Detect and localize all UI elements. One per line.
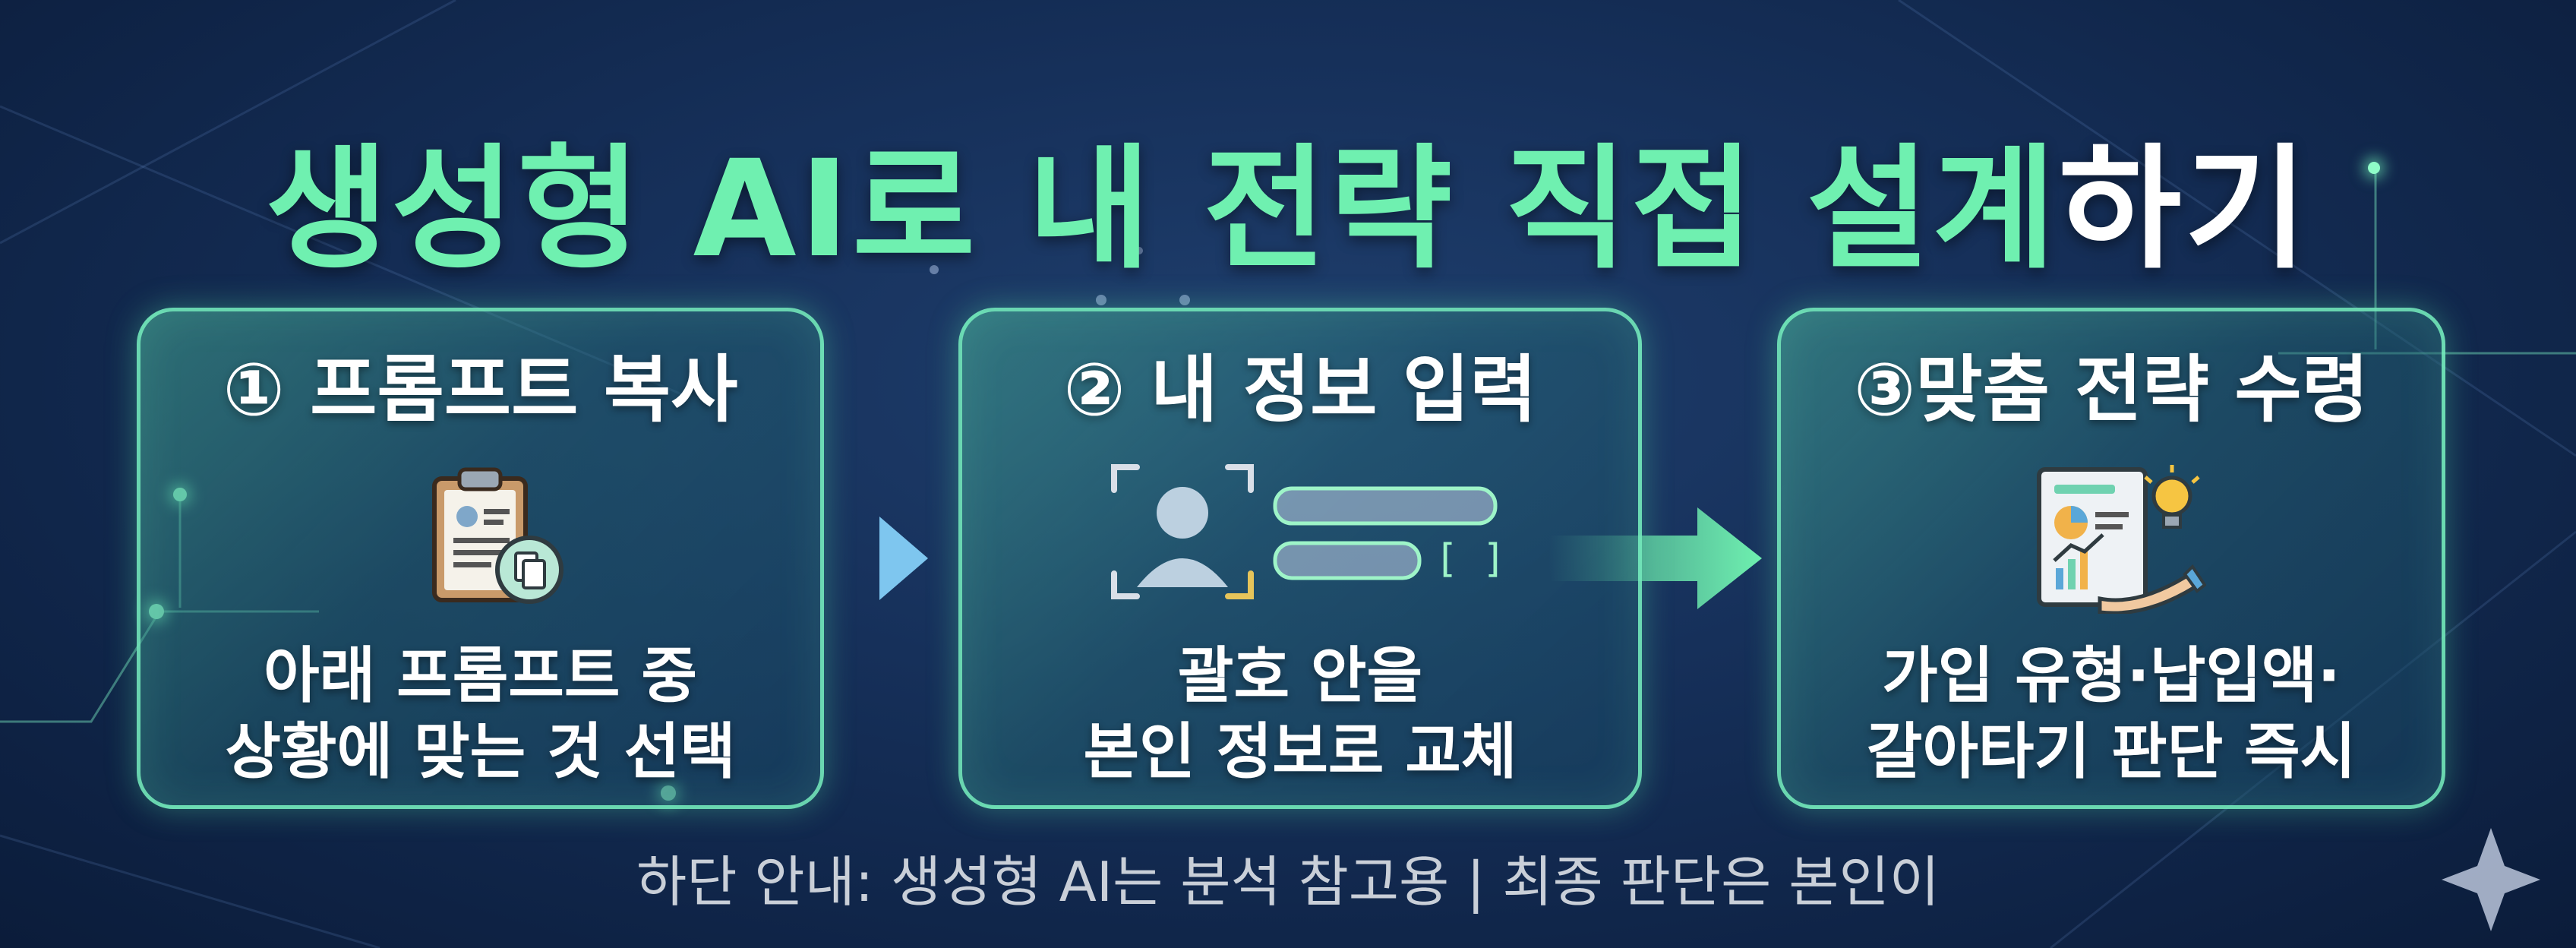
step-card-enter-info: ② 내 정보 입력 [ ] 괄호 안을 본인 정보로 교체 bbox=[958, 308, 1642, 809]
step-description: 아래 프롬프트 중 상황에 맞는 것 선택 bbox=[225, 640, 736, 787]
step-card-copy-prompt: ① 프롬프트 복사 아래 프롬프트 중 상황에 맞는 것 선택 bbox=[137, 308, 824, 809]
clipboard-copy-icon bbox=[432, 467, 564, 604]
step-description: 괄호 안을 본인 정보로 교체 bbox=[1083, 640, 1517, 787]
chevron-right-icon bbox=[879, 517, 928, 600]
step-description: 가입 유형·납입액· 갈아타기 판단 즉시 bbox=[1866, 640, 2357, 787]
title-suffix: 하기 bbox=[2058, 131, 2311, 287]
glow-dot bbox=[2368, 162, 2380, 174]
user-form-icon: [ ] bbox=[1111, 464, 1506, 599]
svg-text:[ ]: [ ] bbox=[1435, 536, 1506, 582]
step-title: ③맞춤 전략 수령 bbox=[1853, 347, 2369, 432]
page-title: 생성형 AI로 내 전략 직접 설계하기 bbox=[0, 142, 2576, 276]
arrow-right-icon bbox=[1549, 507, 1762, 609]
step-card-receive-strategy: ③맞춤 전략 수령 가입 유형·납입액· 갈아타기 판단 즉시 bbox=[1777, 308, 2445, 809]
footer-note: 하단 안내: 생성형 AI는 분석 참고용 | 최종 판단은 본인이 bbox=[636, 850, 1940, 914]
step-title: ① 프롬프트 복사 bbox=[223, 347, 738, 432]
strategy-report-icon bbox=[2037, 465, 2206, 614]
step-title: ② 내 정보 입력 bbox=[1063, 347, 1537, 432]
sparkle-icon bbox=[2442, 828, 2540, 931]
title-highlight: 생성형 AI로 내 전략 직접 설계 bbox=[265, 131, 2059, 287]
